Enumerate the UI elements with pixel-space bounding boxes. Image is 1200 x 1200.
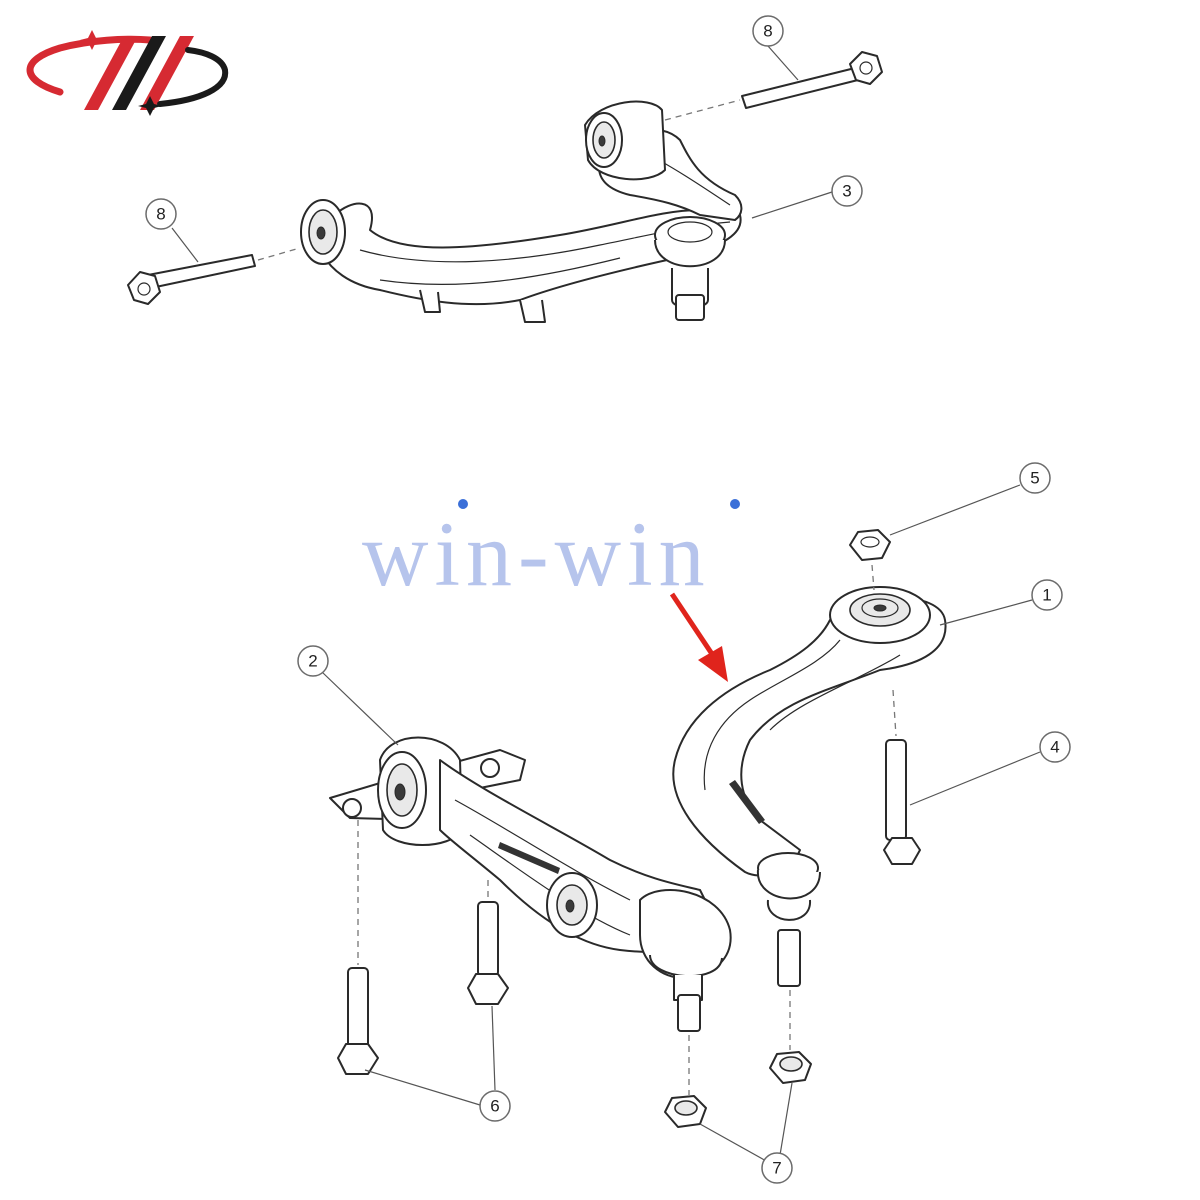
svg-text:1: 1 xyxy=(1042,586,1051,605)
callout-8-left: 8 xyxy=(145,198,199,263)
watermark: win-win xyxy=(362,499,740,605)
bolt-4 xyxy=(883,739,921,865)
svg-text:8: 8 xyxy=(763,22,772,41)
callout-8-top-right: 8 xyxy=(752,15,799,81)
svg-text:8: 8 xyxy=(156,205,165,224)
bolt-8-left xyxy=(127,254,256,305)
pointer-arrow xyxy=(669,592,728,682)
bolt-6-left xyxy=(337,967,379,1075)
callout-4: 4 xyxy=(909,731,1071,806)
callout-3: 3 xyxy=(751,175,863,219)
bolt-6-right xyxy=(467,901,509,1005)
lower-control-arm-right xyxy=(672,586,947,987)
lower-control-arm-left xyxy=(329,736,732,1032)
svg-text:win-win: win-win xyxy=(362,503,711,605)
callout-2: 2 xyxy=(297,645,399,746)
svg-text:4: 4 xyxy=(1050,738,1059,757)
nut-7-left xyxy=(664,1095,707,1128)
bolt-8-right xyxy=(741,51,883,109)
svg-text:2: 2 xyxy=(308,652,317,671)
brand-logo xyxy=(26,30,229,116)
svg-text:7: 7 xyxy=(772,1159,781,1178)
callout-1: 1 xyxy=(939,579,1063,626)
nut-7-right xyxy=(769,1051,812,1084)
callout-6: 6 xyxy=(364,1005,511,1122)
svg-text:3: 3 xyxy=(842,182,851,201)
nut-5 xyxy=(849,529,891,561)
svg-text:5: 5 xyxy=(1030,469,1039,488)
callout-5: 5 xyxy=(889,462,1051,536)
callout-7: 7 xyxy=(699,1082,793,1184)
upper-control-arm xyxy=(300,100,743,323)
svg-text:6: 6 xyxy=(490,1097,499,1116)
